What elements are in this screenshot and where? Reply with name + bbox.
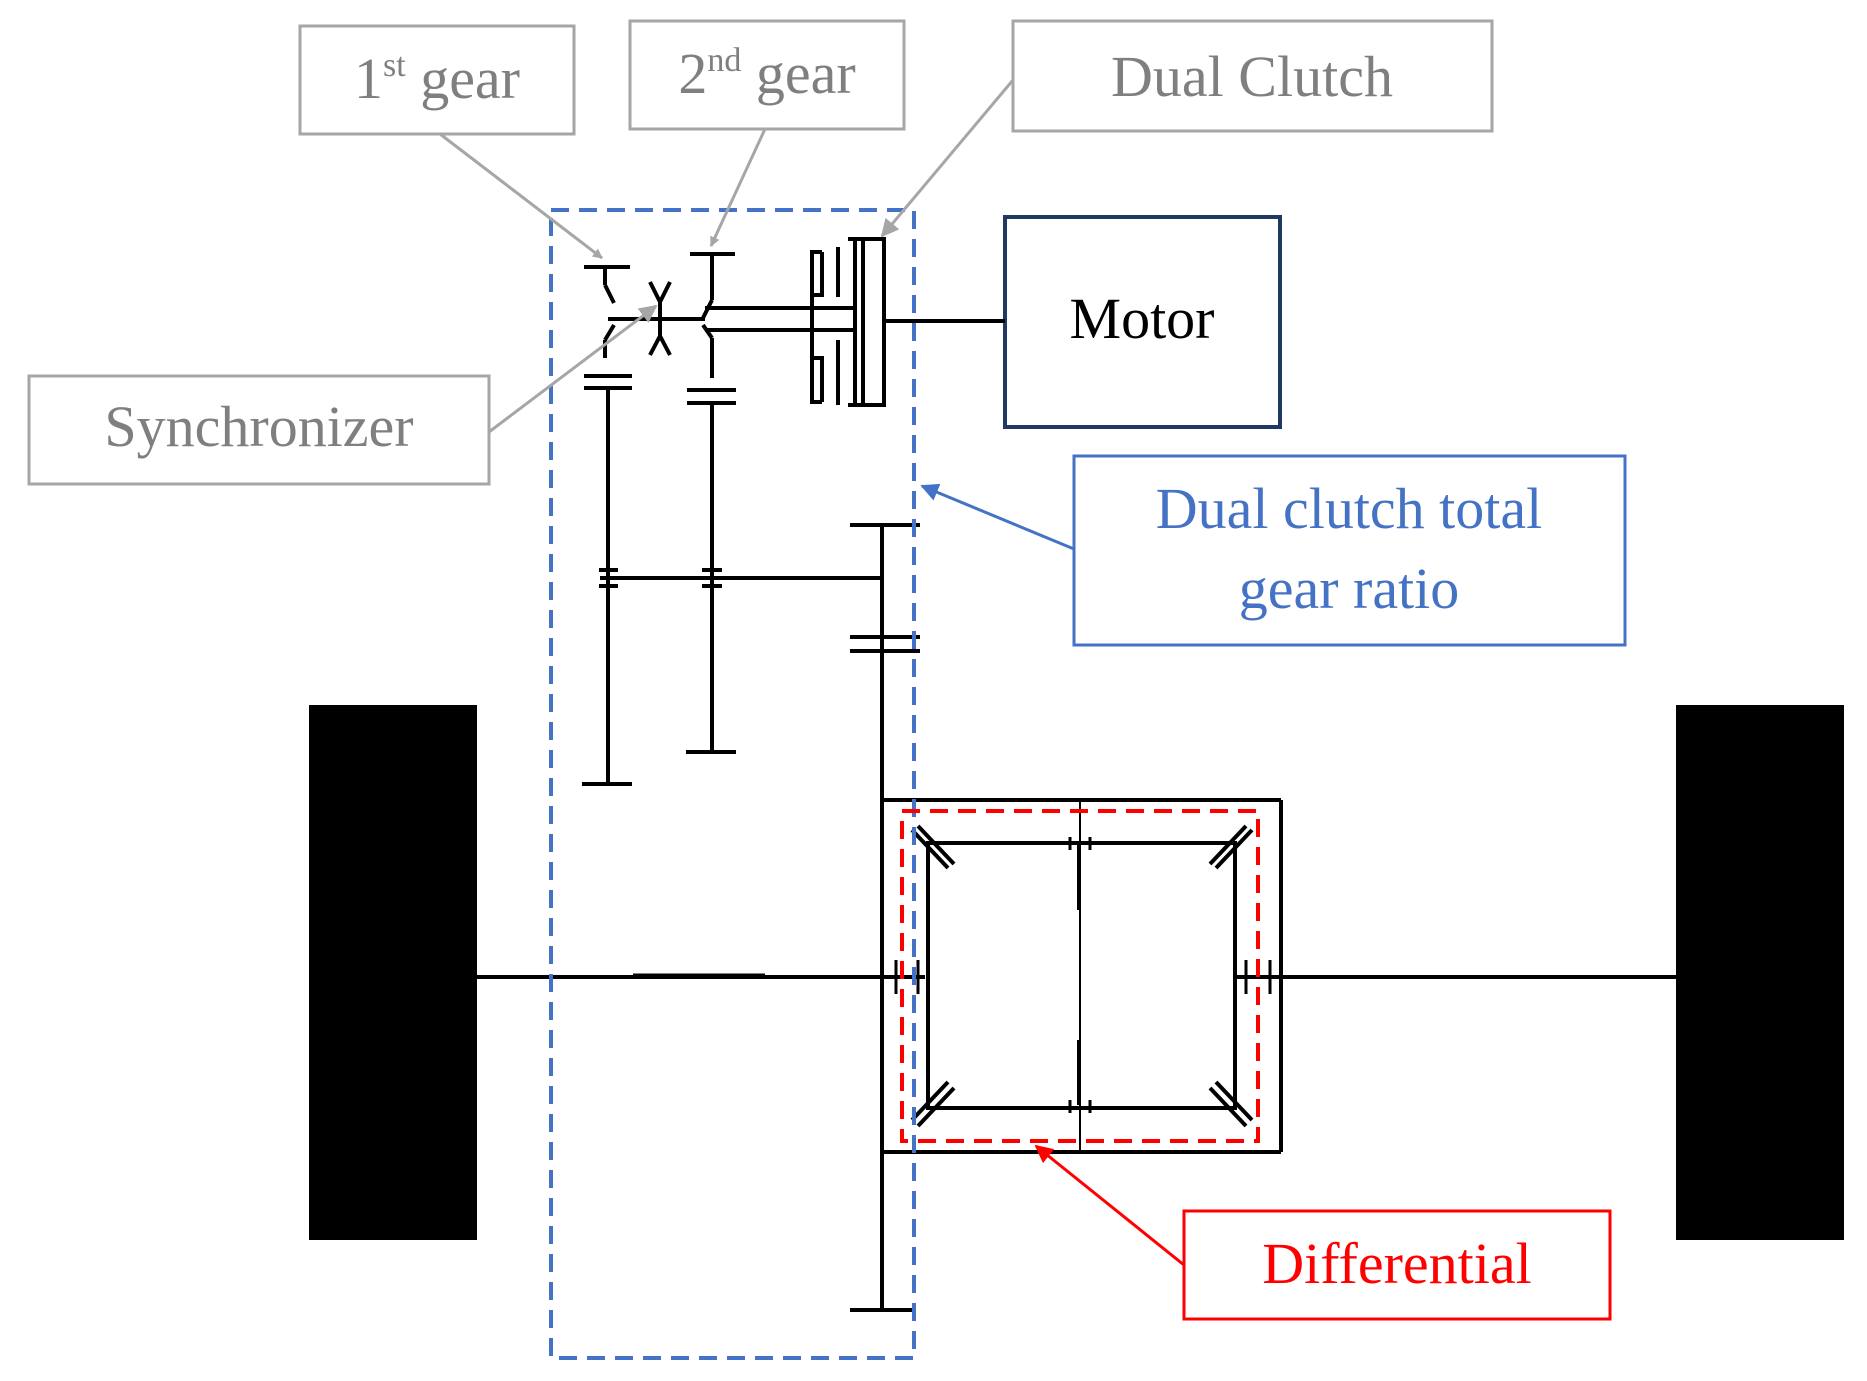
motor-block: Motor	[1003, 215, 1282, 429]
motor-box	[1003, 215, 1282, 429]
dual-clutch-arrow	[880, 79, 1015, 238]
dual-clutch	[810, 237, 886, 407]
first-gear-arrow	[439, 132, 603, 260]
differential-boundary	[900, 809, 1260, 1143]
differential-label: Differential	[1262, 1231, 1531, 1296]
dual-clutch-callout: Dual Clutch	[1011, 19, 1494, 133]
dual-clutch-total-ratio-boundary	[549, 208, 916, 1360]
differential-arrow	[1034, 1144, 1185, 1267]
second-gear-callout: 2nd gear	[628, 19, 906, 131]
left-wheel	[309, 705, 477, 1240]
input-gearset	[584, 252, 736, 405]
second-gear-callout-box	[628, 19, 906, 131]
differential-callout: Differential	[1182, 1209, 1612, 1321]
first-gear-label: 1st gear	[354, 46, 520, 111]
synchronizer-callout: Synchronizer	[27, 374, 491, 486]
total-ratio-label-line2: gear ratio	[1239, 556, 1460, 621]
total-ratio-label-line1: Dual clutch total	[1156, 476, 1543, 541]
right-wheel	[1676, 705, 1844, 1240]
differential-housing	[882, 798, 1283, 1154]
second-gear-arrow	[709, 128, 767, 247]
first-gear-callout-box	[298, 24, 576, 136]
countershaft	[582, 388, 920, 1312]
left-axle	[477, 973, 925, 979]
total-ratio-callout-box	[1072, 454, 1627, 647]
differential-callout-box	[1182, 1209, 1612, 1321]
first-gear-callout: 1st gear	[298, 24, 576, 136]
synchronizer-label: Synchronizer	[104, 394, 413, 459]
total-ratio-arrow	[920, 483, 1075, 551]
synchronizer-callout-box	[27, 374, 491, 486]
second-gear-label: 2nd gear	[678, 41, 855, 106]
dual-clutch-label: Dual Clutch	[1111, 44, 1393, 109]
synchronizer-arrow	[488, 304, 658, 434]
total-ratio-callout: Dual clutch total gear ratio	[1072, 454, 1627, 647]
dual-clutch-callout-box	[1011, 19, 1494, 133]
motor-label: Motor	[1070, 286, 1215, 351]
